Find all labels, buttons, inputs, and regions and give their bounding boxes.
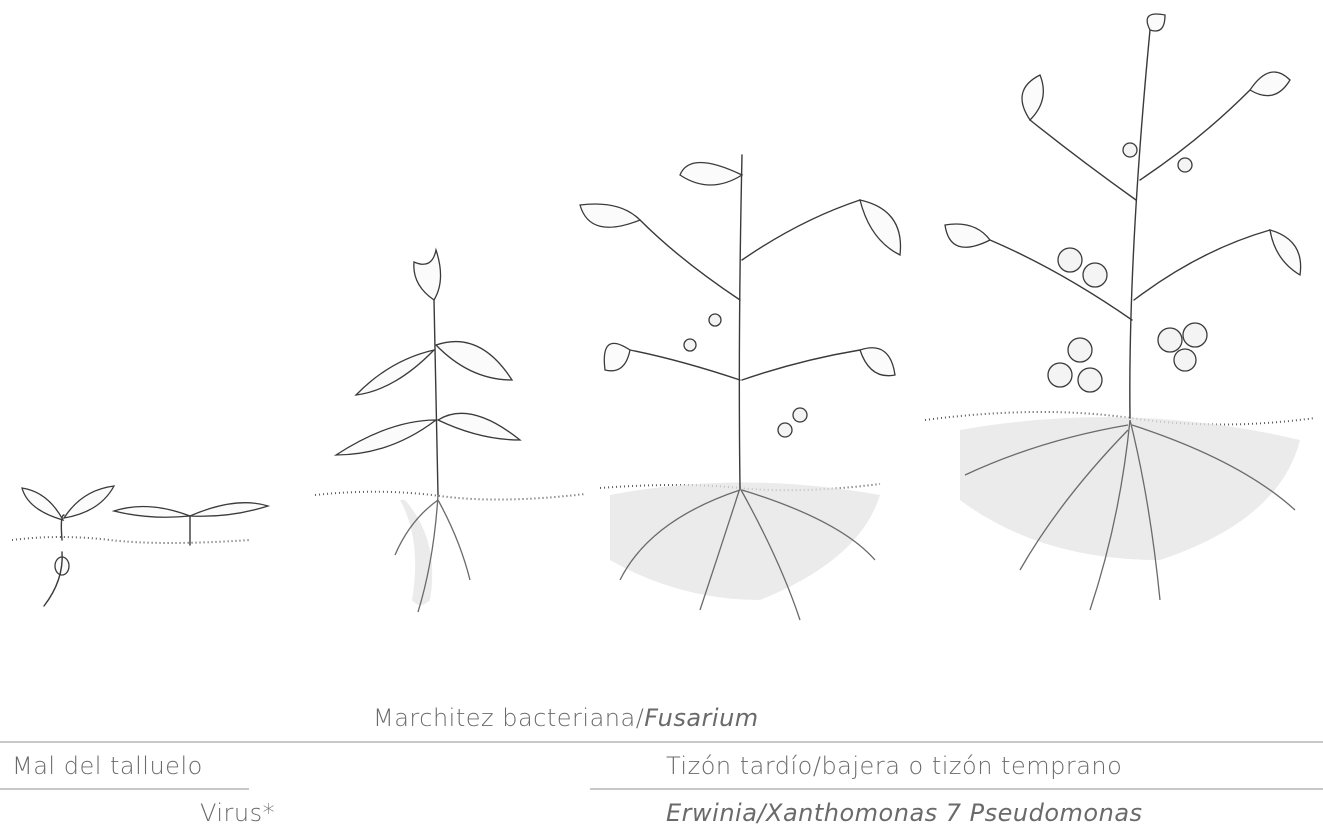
disease-label-mal-del-talluelo: Mal del talluelo — [12, 752, 203, 780]
marchitez-italic: Fusarium — [644, 704, 758, 732]
young-plant-stage-illustration — [315, 250, 585, 612]
disease-label-virus: Virus* — [200, 799, 275, 827]
flowering-plant-stage-illustration — [580, 155, 901, 620]
disease-label-bacterias: Erwinia/Xanthomonas 7 Pseudomonas — [666, 799, 1143, 827]
marchitez-prefix: Marchitez bacteriana/ — [373, 704, 644, 732]
fruiting-plant-stage-illustration — [925, 14, 1315, 610]
range-rule-marchitez — [0, 741, 1323, 743]
disease-label-marchitez: Marchitez bacteriana/Fusarium — [373, 704, 759, 732]
disease-label-tizon: Tizón tardío/bajera o tizón temprano — [666, 752, 1122, 780]
seedling-stage-illustration — [12, 486, 268, 606]
range-rule-tizon — [590, 788, 1323, 790]
range-rule-mal-del-talluelo — [0, 788, 249, 790]
plant-growth-illustrations — [0, 0, 1323, 640]
